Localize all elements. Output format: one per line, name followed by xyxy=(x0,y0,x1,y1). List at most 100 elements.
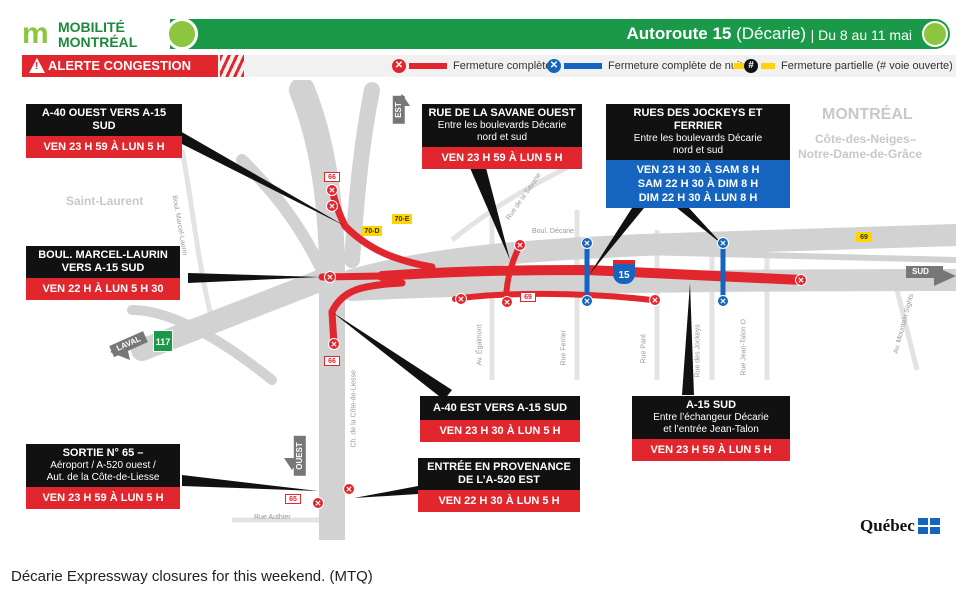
pointer-a40o xyxy=(180,131,345,226)
title-subname: (Décarie) xyxy=(736,24,806,43)
alert-badge: ! ALERTE CONGESTION xyxy=(22,55,218,77)
closure-marker-icon: ✕ xyxy=(326,200,338,212)
hash-circle-icon: # xyxy=(744,59,758,73)
x-circle-icon: ✕ xyxy=(392,59,406,73)
legend-partial-label: Fermeture partielle (# voie ouverte) xyxy=(781,60,953,72)
callout-a15-sud: A-15 SUD Entre l’échangeur Décarie et l’… xyxy=(632,396,790,461)
callout-time: VEN 23 H 59 À LUN 5 H xyxy=(632,439,790,461)
place-montreal: MONTRÉAL xyxy=(822,106,913,123)
ramp-a40-west-to-a15 xyxy=(236,154,328,276)
pointer-savane xyxy=(470,168,510,260)
callout-sub-line2: nord et sud xyxy=(672,145,724,156)
title-end-circle-icon xyxy=(922,21,948,47)
callout-sub-line1: Entre l’échangeur Décarie xyxy=(653,412,769,423)
night-closure-marker-icon: ✕ xyxy=(581,295,593,307)
callout-sub-line1: Entre les boulevards Décarie xyxy=(437,120,567,131)
closure-marker-icon: ✕ xyxy=(501,296,513,308)
page-title: Autoroute 15 (Décarie) xyxy=(627,25,806,43)
title-circle-icon xyxy=(166,18,198,50)
legend-partial-closure: # Fermeture partielle (# voie ouverte) xyxy=(734,59,953,73)
callout-a40-ouest: A-40 OUEST VERS A-15 SUD VEN 23 H 59 À L… xyxy=(26,104,182,158)
callout-time: VEN 23 H 30 À LUN 5 H xyxy=(420,420,580,442)
callout-time: VEN 22 H 30 À LUN 5 H xyxy=(418,490,580,512)
pointer-a40e xyxy=(332,312,452,400)
legend-night-label: Fermeture complète de nuit xyxy=(608,60,743,72)
closure-marker-icon: ✕ xyxy=(326,184,338,196)
legend-full-closure: ✕Fermeture complète xyxy=(392,59,551,73)
callout-title: A-15 SUD Entre l’échangeur Décarie et l’… xyxy=(632,396,790,439)
legend-yellow-bar-left xyxy=(734,63,744,69)
closure-marker-icon: ✕ xyxy=(649,294,661,306)
logo-line1: MOBILITÉ xyxy=(58,19,125,35)
callout-time-2: SAM 22 H 30 À DIM 8 H xyxy=(637,178,759,190)
legend-blue-bar xyxy=(564,63,602,69)
mobilite-montreal-logo: m MOBILITÉ MONTRÉAL xyxy=(22,18,172,50)
callout-title: SORTIE N° 65 – Aéroport / A-520 ouest / … xyxy=(26,444,180,487)
callout-title: ENTRÉE EN PROVENANCE DE L’A-520 EST xyxy=(418,458,580,490)
exit-69-shield-trench: 69 xyxy=(520,292,536,302)
callout-time-3: DIM 22 H 30 À LUN 8 H xyxy=(638,192,758,204)
callout-time: VEN 23 H 59 À LUN 5 H xyxy=(26,487,180,509)
title-bar: Autoroute 15 (Décarie) | Du 8 au 11 mai xyxy=(166,18,950,50)
route-117-shield: 117 xyxy=(153,330,173,352)
night-closure-marker-icon: ✕ xyxy=(581,237,593,249)
callout-title-main: A-15 SUD xyxy=(685,399,737,411)
callout-a520: ENTRÉE EN PROVENANCE DE L’A-520 EST VEN … xyxy=(418,458,580,512)
callout-sub-line1: Entre les boulevards Décarie xyxy=(633,133,763,144)
direction-ouest-label: OUEST xyxy=(293,436,306,476)
exit-66-shield-north: 66 xyxy=(324,172,340,182)
ramp-laval-loop xyxy=(127,305,277,385)
place-cdn-line1: Côte-des-Neiges– xyxy=(815,132,917,146)
callout-time: VEN 23 H 59 À LUN 5 H xyxy=(26,136,182,158)
callout-title-line1: BOUL. MARCEL-LAURIN xyxy=(38,249,168,261)
logo-m-icon: m xyxy=(22,17,49,50)
road-name-decarie: Boul. Décarie xyxy=(532,228,575,235)
exit-70d-shield: 70-D xyxy=(362,226,382,236)
callout-sortie-65: SORTIE N° 65 – Aéroport / A-520 ouest / … xyxy=(26,444,180,509)
direction-est-label: EST xyxy=(392,96,405,124)
warning-exclamation-icon: ! xyxy=(35,61,39,72)
pointer-a15s xyxy=(682,283,694,395)
callout-sub-line1: Aéroport / A-520 ouest / xyxy=(50,460,156,471)
closure-marker-icon: ✕ xyxy=(343,483,355,495)
callout-savane: RUE DE LA SAVANE OUEST Entre les bouleva… xyxy=(422,104,582,169)
legend-row: ! ALERTE CONGESTION ✕ Fermeture complète … xyxy=(22,55,956,77)
road-name-jockeys: Rue des Jockeys xyxy=(694,324,702,378)
closure-service-road xyxy=(452,290,655,303)
pointer-sortie65 xyxy=(182,475,318,491)
closure-marker-icon: ✕ xyxy=(455,293,467,305)
callout-time: VEN 22 H À LUN 5 H 30 xyxy=(26,278,180,300)
title-highway: Autoroute 15 xyxy=(626,24,732,43)
image-caption: Décarie Expressway closures for this wee… xyxy=(11,568,373,585)
logo-line2: MONTRÉAL xyxy=(58,34,138,50)
exit-69-shield-east: 69 xyxy=(856,232,872,242)
highway-a15-south-trench xyxy=(341,269,956,301)
closure-a40-est-ramp xyxy=(328,279,406,316)
quebec-flag-icon xyxy=(917,518,940,534)
closure-a40-ouest-ramp-b xyxy=(341,222,436,271)
road-name-cote-de-liesse: Ch. de la Côte-de-Liesse xyxy=(350,370,358,448)
callout-title: A-40 EST VERS A-15 SUD xyxy=(420,396,580,420)
callout-title: BOUL. MARCEL-LAURIN VERS A-15 SUD xyxy=(26,246,180,278)
callout-a40-est: A-40 EST VERS A-15 SUD VEN 23 H 30 À LUN… xyxy=(420,396,580,442)
closure-marker-icon: ✕ xyxy=(312,497,324,509)
callout-sub-line2: Aut. de la Côte-de-Liesse xyxy=(46,472,160,483)
callout-title-line2: DE L’A-520 EST xyxy=(458,474,540,486)
pointer-a520 xyxy=(354,486,418,498)
callout-title-line1: ENTRÉE EN PROVENANCE xyxy=(427,461,571,473)
pointer-jockeys-ferrier xyxy=(589,208,644,275)
closure-marker-icon: ✕ xyxy=(324,271,336,283)
callout-title: A-40 OUEST VERS A-15 SUD xyxy=(26,104,182,136)
road-name-pare: Rue Paré xyxy=(640,333,648,364)
callout-title: RUE DE LA SAVANE OUEST Entre les bouleva… xyxy=(422,104,582,147)
place-saint-laurent: Saint-Laurent xyxy=(66,194,144,208)
road-name-jean-talon: Rue Jean-Talon O xyxy=(740,319,748,376)
map-area: MONTRÉAL Côte-des-Neiges– Notre-Dame-de-… xyxy=(22,80,956,540)
header: m MOBILITÉ MONTRÉAL Autoroute 15 (Décari… xyxy=(22,18,956,50)
a15-shield: 15 xyxy=(613,260,635,284)
callout-title-main: SORTIE N° 65 – xyxy=(62,447,144,459)
pointer-jockeys xyxy=(677,208,723,245)
road-name-ferrier: Rue Ferrier xyxy=(560,330,568,366)
legend-red-bar xyxy=(409,63,447,69)
callout-time-block: VEN 23 H 30 À SAM 8 H SAM 22 H 30 À DIM … xyxy=(606,160,790,208)
